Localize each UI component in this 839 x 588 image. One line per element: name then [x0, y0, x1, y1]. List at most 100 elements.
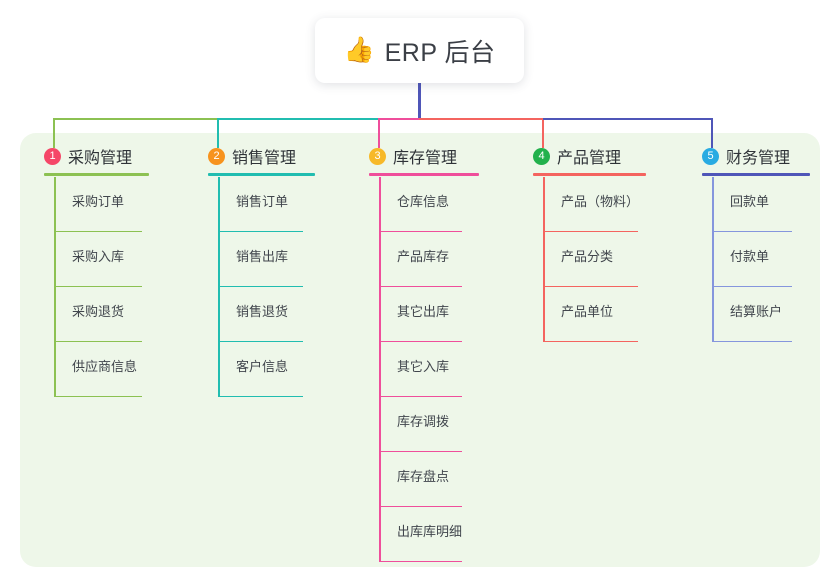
branch-number-badge: 3 [369, 147, 386, 165]
connector-drop-5 [711, 118, 713, 148]
branch-rail [712, 177, 714, 342]
branch-header-rule [533, 173, 646, 176]
branch-item[interactable]: 出库库明细 [367, 507, 462, 562]
branch-title: 产品管理 [557, 150, 622, 167]
branch-item-rule [379, 395, 462, 397]
branch-item-rule [379, 340, 462, 342]
branch-item-rule [379, 450, 462, 452]
branch-number-badge: 5 [702, 147, 719, 165]
root-stem [417, 83, 421, 120]
root-node[interactable]: 👍 ERP 后台 [315, 18, 524, 83]
branch-item-label: 产品单位 [561, 304, 614, 319]
branch-item-rule [543, 285, 638, 287]
branch-rail [543, 177, 545, 342]
diagram-panel [20, 133, 820, 567]
branch-item-label: 销售退货 [236, 304, 289, 319]
branch-item-label: 库存盘点 [397, 469, 450, 484]
branch-item-label: 采购退货 [72, 304, 125, 319]
branch-item-rule [379, 505, 462, 507]
branch-item-label: 产品（物料） [561, 194, 640, 209]
branch-item[interactable]: 其它入库 [367, 342, 462, 397]
branch-item[interactable]: 结算账户 [700, 287, 792, 342]
branch-item[interactable]: 其它出库 [367, 287, 462, 342]
connector-bus-5 [543, 118, 713, 120]
branch-item-rule [218, 340, 303, 342]
branch-header-3[interactable]: 3 库存管理 [367, 145, 479, 176]
branch-item-rule [543, 230, 638, 232]
branch-item[interactable]: 销售出库 [206, 232, 303, 287]
branch-item[interactable]: 库存盘点 [367, 452, 462, 507]
branch-column-3: 3 库存管理仓库信息产品库存其它出库其它入库库存调拨库存盘点出库库明细 [367, 145, 479, 562]
branch-item-label: 产品库存 [397, 249, 450, 264]
branch-rail [379, 177, 381, 562]
branch-item-rule [54, 230, 142, 232]
branch-item-label: 其它入库 [397, 359, 450, 374]
branch-header-rule [702, 173, 810, 176]
branch-item[interactable]: 产品单位 [531, 287, 638, 342]
branch-item-rule [379, 285, 462, 287]
branch-rail [54, 177, 56, 397]
branch-item[interactable]: 库存调拨 [367, 397, 462, 452]
branch-title: 销售管理 [232, 150, 297, 167]
branch-item[interactable]: 付款单 [700, 232, 792, 287]
branch-item-label: 产品分类 [561, 249, 614, 264]
branch-item-rule [218, 230, 303, 232]
branch-header-2[interactable]: 2 销售管理 [206, 145, 315, 176]
connector-bus-4 [419, 118, 544, 120]
branch-title: 采购管理 [68, 150, 133, 167]
branch-item-rule [712, 340, 792, 342]
branch-item-rule [218, 285, 303, 287]
branch-item[interactable]: 产品库存 [367, 232, 462, 287]
branch-header-rule [44, 173, 149, 176]
connector-drop-1 [53, 118, 55, 148]
connector-drop-2 [217, 118, 219, 148]
branch-item-label: 出库库明细 [397, 524, 463, 539]
branch-item-label: 仓库信息 [397, 194, 450, 209]
branch-header-rule [369, 173, 479, 176]
branch-item[interactable]: 采购入库 [42, 232, 142, 287]
branch-item-rule [54, 340, 142, 342]
branch-item-list-3: 仓库信息产品库存其它出库其它入库库存调拨库存盘点出库库明细 [367, 177, 462, 562]
thumbs-up-icon: 👍 [343, 36, 375, 64]
root-title: ERP 后台 [384, 38, 496, 67]
branch-item-label: 结算账户 [730, 304, 783, 319]
branch-item[interactable]: 采购退货 [42, 287, 142, 342]
branch-item-label: 销售出库 [236, 249, 289, 264]
branch-number-badge: 2 [208, 147, 225, 165]
branch-item-rule [712, 285, 792, 287]
branch-title: 库存管理 [393, 150, 458, 167]
branch-item[interactable]: 回款单 [700, 177, 792, 232]
branch-column-2: 2 销售管理销售订单销售出库销售退货客户信息 [206, 145, 315, 397]
branch-item-label: 供应商信息 [72, 359, 138, 374]
branch-item[interactable]: 产品分类 [531, 232, 638, 287]
branch-item-rule [712, 230, 792, 232]
branch-item-label: 采购入库 [72, 249, 125, 264]
branch-item-list-4: 产品（物料） 产品分类产品单位 [531, 177, 639, 342]
branch-item[interactable]: 采购订单 [42, 177, 142, 232]
branch-item-label: 回款单 [730, 194, 770, 209]
branch-item-label: 销售订单 [236, 194, 289, 209]
branch-item[interactable]: 销售订单 [206, 177, 303, 232]
connector-drop-4 [542, 118, 544, 148]
branch-item-list-5: 回款单付款单结算账户 [700, 177, 792, 342]
branch-item[interactable]: 仓库信息 [367, 177, 462, 232]
connector-drop-3 [378, 118, 380, 148]
branch-item[interactable]: 产品（物料） [531, 177, 639, 232]
branch-item[interactable]: 销售退货 [206, 287, 303, 342]
branch-item-label: 客户信息 [236, 359, 289, 374]
branch-item-label: 付款单 [730, 249, 770, 264]
branch-item-label: 采购订单 [72, 194, 125, 209]
branch-item-list-1: 采购订单采购入库采购退货供应商信息 [42, 177, 142, 397]
branch-header-rule [208, 173, 315, 176]
branch-item[interactable]: 供应商信息 [42, 342, 142, 397]
branch-item-rule [54, 285, 142, 287]
branch-item[interactable]: 客户信息 [206, 342, 303, 397]
connector-bus-1 [53, 118, 219, 120]
